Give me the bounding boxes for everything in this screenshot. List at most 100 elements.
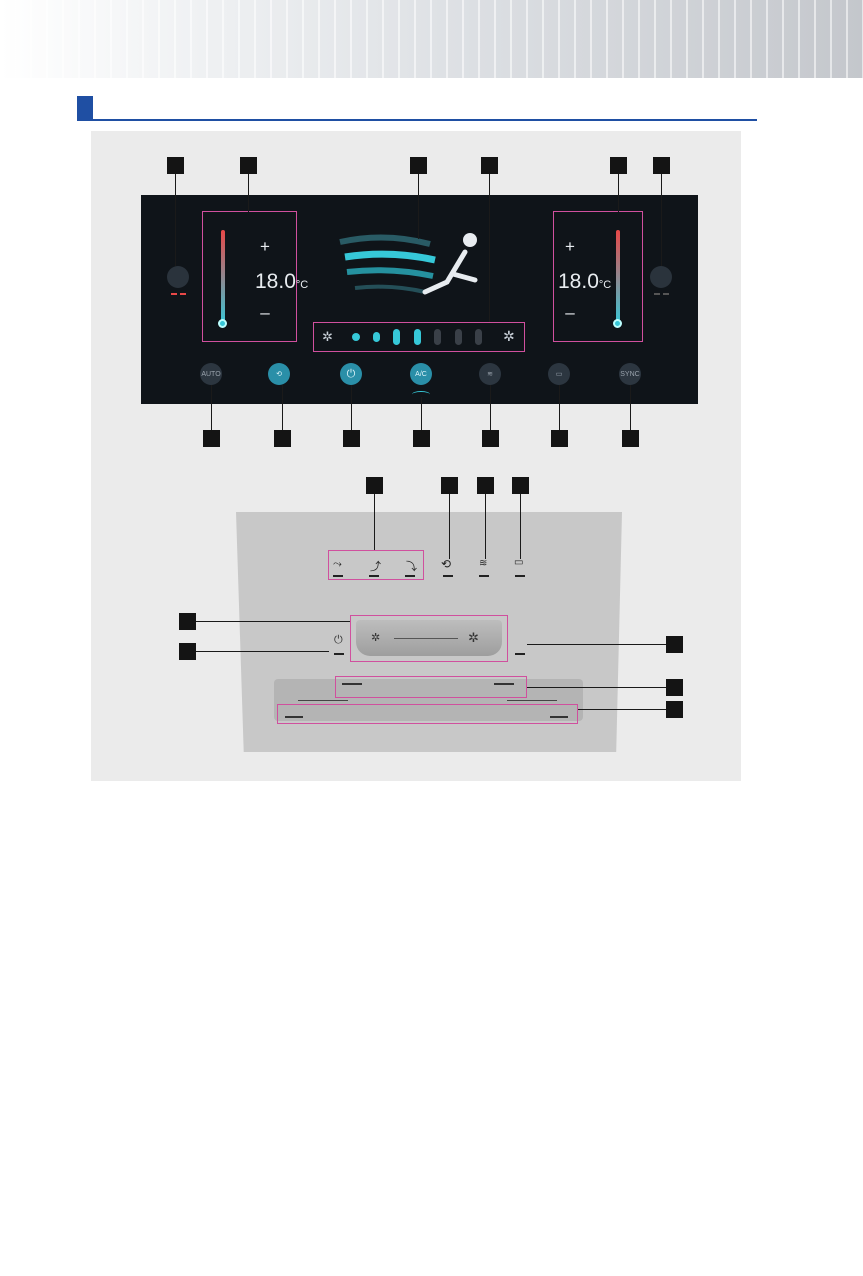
right-temp-display: 18.0°C — [558, 270, 611, 294]
right-temp-plus-button[interactable]: + — [565, 237, 575, 256]
callout-leader — [489, 174, 490, 322]
recirculation-icon[interactable]: ⟲ — [441, 557, 452, 571]
fan-level-segment — [454, 329, 462, 345]
ac-button[interactable]: A/C — [410, 363, 432, 385]
mode-indicator — [515, 575, 525, 577]
callout-marker — [653, 157, 670, 174]
power-icon[interactable]: ⏻ — [334, 634, 343, 646]
rocker-divider — [507, 700, 557, 701]
right-temp-bar[interactable] — [616, 230, 620, 325]
callout-marker — [666, 701, 683, 718]
left-temp-bar[interactable] — [221, 230, 225, 325]
temp-up-left-icon[interactable] — [342, 683, 362, 693]
callout-marker — [179, 643, 196, 660]
temp-down-right-icon[interactable] — [550, 710, 568, 718]
right-seat-heat-button[interactable] — [650, 266, 672, 288]
callout-leader — [527, 644, 666, 645]
auto-button[interactable]: AUTO — [200, 363, 222, 385]
recirculation-button[interactable]: ⟲ — [268, 363, 290, 385]
callout-leader — [490, 385, 491, 430]
left-seat-heat-indicator — [180, 293, 186, 295]
callout-leader — [282, 385, 283, 430]
callout-leader — [661, 174, 662, 266]
face-vent-icon[interactable]: ⤳ — [333, 558, 342, 570]
mode-indicator — [479, 575, 489, 577]
power-icon: ⏻ — [346, 367, 356, 380]
callout-marker — [167, 157, 184, 174]
callout-frame — [313, 322, 525, 352]
callout-leader — [418, 174, 419, 239]
feet-vent-icon[interactable]: ⤵ — [406, 561, 417, 573]
sync-button[interactable]: SYNC — [619, 363, 641, 385]
left-temp-value: 18.0 — [255, 270, 296, 293]
mode-indicator — [443, 575, 453, 577]
callout-leader — [485, 494, 486, 559]
callout-leader — [520, 494, 521, 559]
face-feet-vent-icon[interactable]: ⤴ — [370, 561, 381, 573]
callout-leader — [449, 494, 450, 559]
fan-level-segment — [352, 333, 360, 341]
airflow-graphic — [335, 222, 490, 310]
right-temp-unit: °C — [598, 279, 612, 291]
left-seat-heat-indicator — [171, 293, 177, 295]
rear-defrost-button[interactable]: ▭ — [548, 363, 570, 385]
left-seat-heat-button[interactable] — [167, 266, 189, 288]
callout-marker — [343, 430, 360, 447]
callout-marker — [482, 430, 499, 447]
callout-marker — [622, 430, 639, 447]
fan-level-segment — [372, 332, 380, 342]
front-defrost-icon[interactable]: ≋ — [479, 558, 488, 569]
power-indicator — [334, 653, 344, 655]
callout-frame — [277, 704, 578, 724]
power-button[interactable]: ⏻ — [340, 363, 362, 385]
fan-slider-track — [394, 638, 458, 639]
left-temp-minus-button[interactable]: – — [260, 303, 270, 322]
callout-leader — [630, 385, 631, 430]
fan-low-icon[interactable]: ✲ — [322, 329, 333, 344]
callout-marker — [551, 430, 568, 447]
callout-leader — [559, 385, 560, 430]
section-rule — [77, 119, 757, 121]
fan-level-segment — [475, 329, 482, 345]
callout-marker — [441, 477, 458, 494]
temp-up-right-icon[interactable] — [494, 683, 514, 693]
callout-leader — [527, 687, 666, 688]
right-seat-heat-indicator — [663, 293, 669, 295]
fan-level-indicator[interactable] — [352, 327, 492, 347]
callout-marker — [477, 477, 494, 494]
callout-marker — [610, 157, 627, 174]
right-seat-heat-indicator — [654, 293, 660, 295]
left-temp-plus-button[interactable]: + — [260, 237, 270, 256]
callout-marker — [274, 430, 291, 447]
fan-high-icon[interactable]: ✲ — [503, 328, 515, 344]
callout-leader — [196, 651, 329, 652]
callout-marker — [481, 157, 498, 174]
callout-leader — [196, 621, 350, 622]
callout-marker — [512, 477, 529, 494]
callout-frame — [553, 211, 643, 342]
right-temp-minus-button[interactable]: – — [565, 303, 575, 322]
callout-marker — [666, 636, 683, 653]
callout-marker — [413, 430, 430, 447]
header-band-pattern — [0, 0, 863, 78]
temp-down-left-icon[interactable] — [285, 710, 303, 718]
callout-leader — [421, 397, 422, 430]
callout-marker — [179, 613, 196, 630]
section-marker — [77, 96, 93, 120]
callout-frame — [350, 615, 508, 662]
left-temp-unit: °C — [295, 279, 309, 291]
callout-leader — [211, 385, 212, 430]
callout-marker — [240, 157, 257, 174]
callout-leader — [578, 709, 666, 710]
front-defrost-button[interactable]: ≋ — [479, 363, 501, 385]
callout-frame — [202, 211, 297, 342]
callout-leader — [351, 385, 352, 430]
rear-defrost-icon[interactable]: ▭ — [514, 557, 524, 568]
front-defrost-icon: ≋ — [487, 371, 493, 378]
ac-active-indicator — [412, 391, 430, 398]
fan-level-segment — [413, 329, 421, 345]
callout-marker — [410, 157, 427, 174]
fan-level-segment — [434, 329, 441, 345]
right-temp-knob — [613, 319, 622, 328]
rocker-divider — [298, 700, 348, 701]
